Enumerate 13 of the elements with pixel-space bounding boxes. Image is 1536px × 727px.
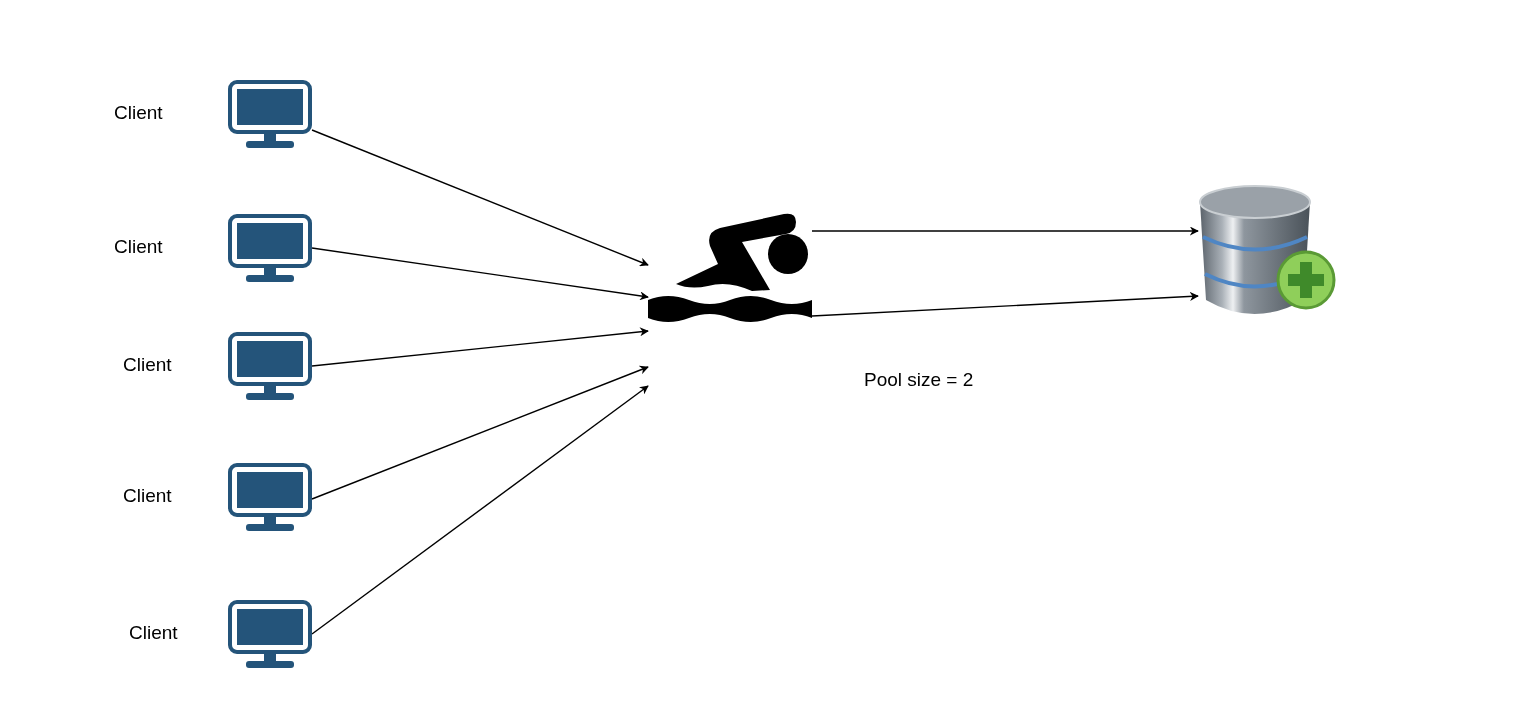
arrow <box>311 365 649 500</box>
client-label: Client <box>129 622 178 644</box>
arrow <box>811 226 1199 236</box>
client-label: Client <box>123 485 172 507</box>
arrow <box>311 327 649 367</box>
arrow <box>311 247 649 301</box>
note-text: Pool size = 2 <box>864 369 974 391</box>
arrow <box>311 385 649 635</box>
arrow <box>811 291 1199 317</box>
arrow <box>311 129 649 267</box>
client-label: Client <box>123 354 172 376</box>
client-label: Client <box>114 236 163 258</box>
client-label: Client <box>114 102 163 124</box>
